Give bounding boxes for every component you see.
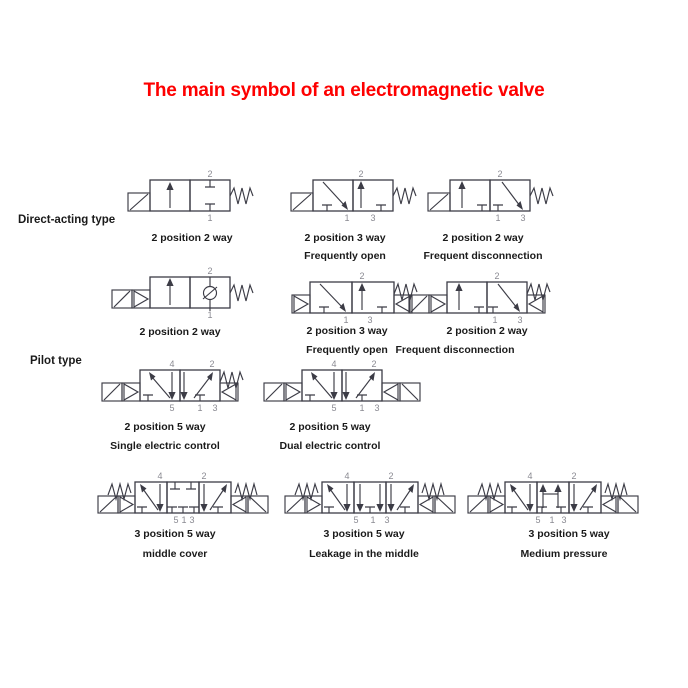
caption-da-2p2w-disc-line1: 2 position 2 way — [442, 232, 524, 244]
caption-pl-3p5w-pressure-line1: 3 position 5 way — [528, 528, 610, 540]
port-label: 4 — [169, 359, 174, 369]
port-label: 1 — [207, 213, 212, 223]
port-label: 2 — [497, 169, 502, 179]
port-label: 2 — [207, 266, 212, 276]
caption-da-2p3w-line1: 2 position 3 way — [304, 232, 386, 244]
valve-symbol-pl-2p2w-disc[interactable]: 2 1 3 — [405, 270, 560, 328]
port-label: 3 — [520, 213, 525, 223]
valve-symbol-pl-3p5w-closed[interactable]: 4 2 5 1 3 — [96, 468, 271, 526]
port-label: 1 — [370, 515, 375, 525]
port-label: 4 — [157, 471, 162, 481]
port-label: 3 — [370, 213, 375, 223]
caption-pl-2p2w-disc-line1: 2 position 2 way — [446, 325, 528, 337]
port-label: 2 — [571, 471, 576, 481]
valve-symbol-pl-2p5w-dual[interactable]: 4 2 5 1 3 — [262, 358, 421, 416]
caption-pl-3p5w-closed-line2: middle cover — [142, 548, 208, 560]
caption-pl-2p5w-single-line2: Single electric control — [110, 440, 220, 452]
category-label-direct-acting: Direct-acting type — [18, 214, 116, 226]
port-label: 2 — [359, 271, 364, 281]
page-title: The main symbol of an electromagnetic va… — [143, 80, 545, 101]
port-label: 5 — [331, 403, 336, 413]
port-label: 1 — [359, 403, 364, 413]
port-label: 3 — [189, 515, 194, 525]
caption-pl-2p2w-line1: 2 position 2 way — [139, 326, 221, 338]
caption-pl-2p5w-dual-line1: 2 position 5 way — [289, 421, 371, 433]
valve-symbol-pl-2p3w-open[interactable]: 2 1 3 — [288, 270, 438, 328]
port-label: 1 — [343, 315, 348, 325]
port-label: 3 — [517, 315, 522, 325]
category-label-pilot: Pilot type — [30, 355, 82, 367]
port-label: 1 — [549, 515, 554, 525]
port-label: 1 — [207, 310, 212, 320]
port-label: 2 — [388, 471, 393, 481]
port-label: 4 — [344, 471, 349, 481]
port-label: 3 — [367, 315, 372, 325]
valve-symbol-pl-3p5w-exhaust[interactable]: 4 2 5 1 3 — [283, 468, 458, 526]
caption-pl-2p3w-open-line1: 2 position 3 way — [306, 325, 388, 337]
port-label: 5 — [353, 515, 358, 525]
port-label: 3 — [374, 403, 379, 413]
port-label: 5 — [169, 403, 174, 413]
caption-pl-2p5w-dual-line2: Dual electric control — [279, 440, 381, 452]
port-label: 4 — [527, 471, 532, 481]
port-label: 5 — [173, 515, 178, 525]
port-label: 1 — [492, 315, 497, 325]
port-label: 2 — [207, 169, 212, 179]
caption-pl-3p5w-closed-line1: 3 position 5 way — [134, 528, 216, 540]
valve-symbol-da-2p3w-open[interactable]: 2 1 3 — [283, 168, 423, 226]
valve-symbol-pl-2p5w-single[interactable]: 4 2 5 1 3 — [100, 358, 250, 416]
port-label: 1 — [181, 515, 186, 525]
port-label: 3 — [212, 403, 217, 413]
port-label: 1 — [344, 213, 349, 223]
port-label: 1 — [495, 213, 500, 223]
port-label: 4 — [331, 359, 336, 369]
valve-symbol-da-2p2w-disc[interactable]: 2 1 3 — [420, 168, 560, 226]
port-label: 3 — [561, 515, 566, 525]
valve-symbol-pl-2p2w[interactable]: 2 1 — [108, 265, 258, 323]
port-label: 2 — [358, 169, 363, 179]
valve-symbol-da-2p2w[interactable]: 2 1 — [120, 168, 260, 226]
caption-da-2p2w-line1: 2 position 2 way — [151, 232, 233, 244]
caption-pl-3p5w-exhaust-line1: 3 position 5 way — [323, 528, 405, 540]
caption-da-2p3w-line2: Frequently open — [304, 250, 386, 262]
caption-pl-2p5w-single-line1: 2 position 5 way — [124, 421, 206, 433]
caption-pl-3p5w-exhaust-line2: Leakage in the middle — [309, 548, 419, 560]
valve-symbol-pl-3p5w-pressure[interactable]: 4 2 5 1 3 — [466, 468, 641, 526]
port-label: 2 — [209, 359, 214, 369]
port-label: 2 — [494, 271, 499, 281]
caption-da-2p2w-disc-line2: Frequent disconnection — [423, 250, 543, 262]
port-label: 1 — [197, 403, 202, 413]
caption-pl-2p2w-disc-line2: Frequent disconnection — [395, 344, 515, 356]
caption-pl-3p5w-pressure-line2: Medium pressure — [520, 548, 608, 560]
port-label: 2 — [201, 471, 206, 481]
port-label: 5 — [535, 515, 540, 525]
port-label: 3 — [384, 515, 389, 525]
caption-pl-2p3w-open-line2: Frequently open — [306, 344, 388, 356]
port-label: 2 — [371, 359, 376, 369]
